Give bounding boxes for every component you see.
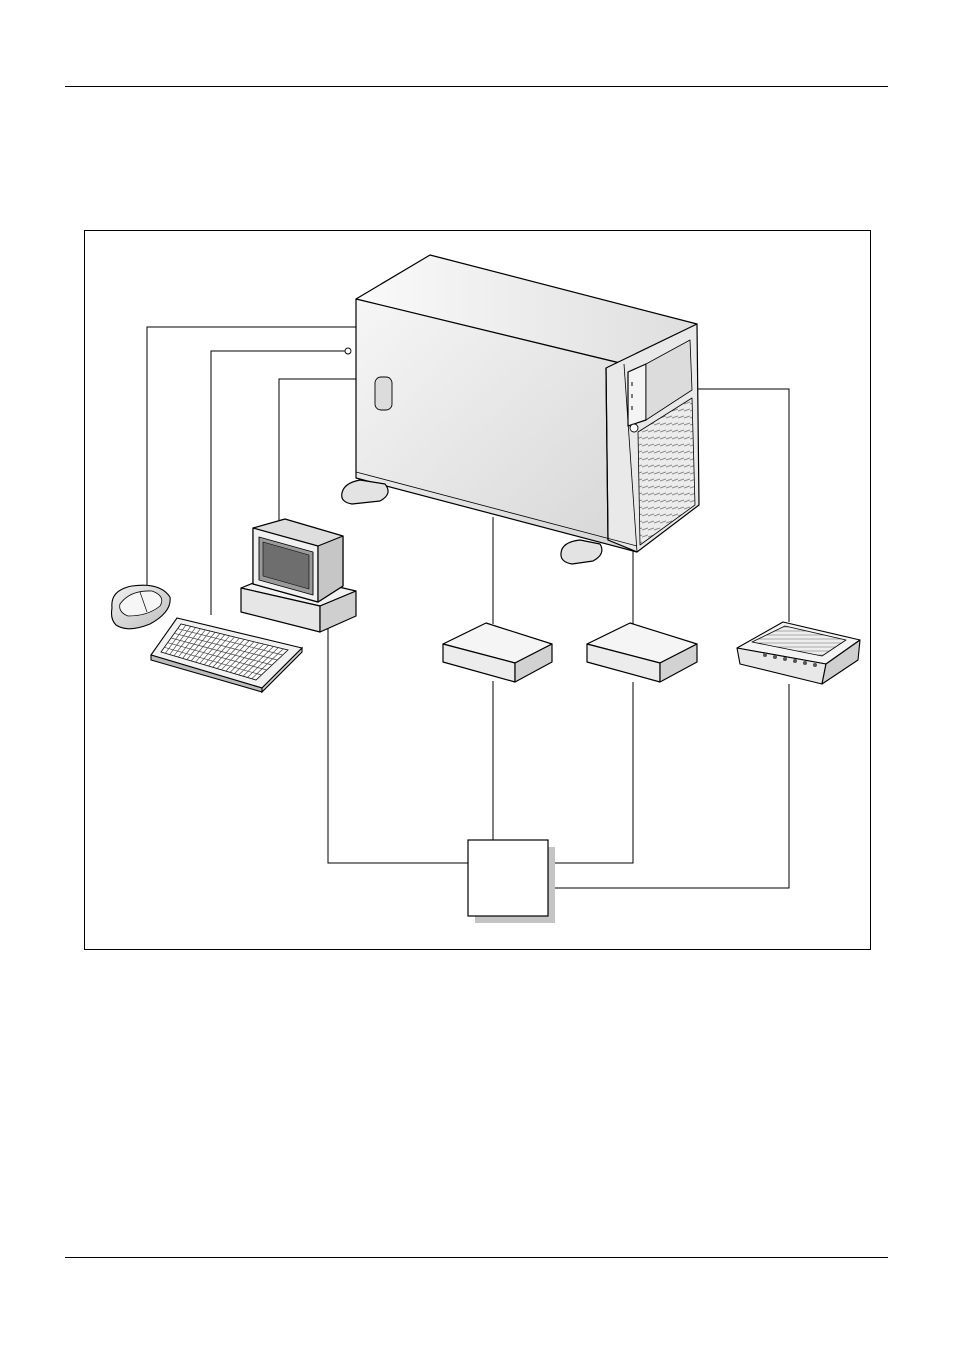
edge-server-monitor	[279, 379, 356, 527]
mouse-icon	[112, 585, 171, 629]
edge-modem-hub	[548, 684, 789, 888]
crt-monitor-icon	[241, 519, 356, 632]
hub-box-icon	[468, 840, 555, 923]
edge-server-modem	[698, 389, 789, 622]
keyboard-icon	[151, 618, 302, 692]
tower-server-icon	[342, 255, 699, 564]
edge-device-2-hub	[548, 682, 633, 863]
external-device-icon-2	[587, 623, 697, 682]
external-device-icon-1	[443, 623, 552, 682]
modem-icon	[737, 622, 860, 684]
